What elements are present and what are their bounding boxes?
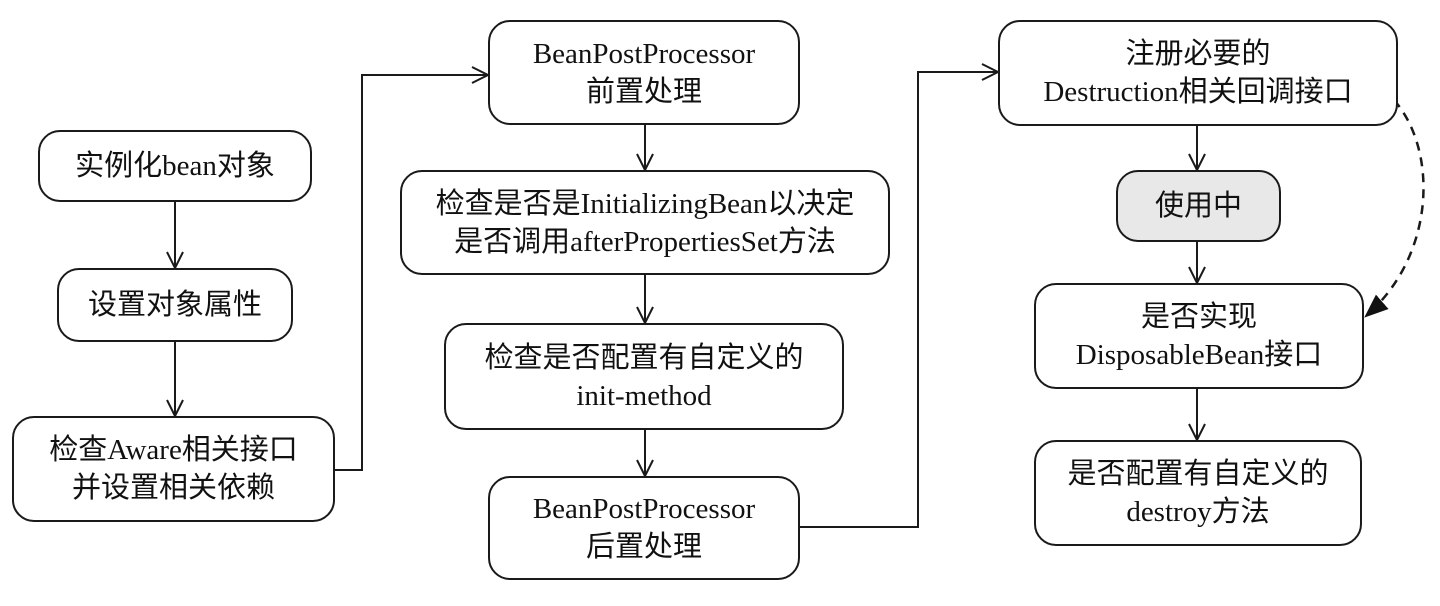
node-check-destroy-method: 是否配置有自定义的 destroy方法 (1034, 440, 1362, 546)
node-check-destroy-method-line2: destroy方法 (1126, 496, 1270, 528)
node-register-destruction-line1: 注册必要的 (1125, 38, 1271, 70)
node-set-properties-line1: 设置对象属性 (87, 289, 262, 321)
node-bpp-before-line2: 前置处理 (585, 75, 702, 108)
arrow-aware-to-bpp-before (335, 75, 488, 471)
node-check-initializing-bean: 检查是否是InitializingBean以决定 是否调用afterProper… (400, 170, 890, 275)
node-in-use: 使用中 (1116, 170, 1281, 242)
node-check-init-method-line2: init-method (576, 379, 712, 412)
node-register-destruction: 注册必要的 Destruction相关回调接口 (998, 20, 1398, 126)
node-check-disposable-bean-line2: DisposableBean接口 (1075, 339, 1323, 371)
node-check-aware: 检查Aware相关接口 并设置相关依赖 (12, 416, 335, 522)
node-set-properties: 设置对象属性 (57, 268, 293, 342)
dashed-arrow-register-to-disposable (1364, 99, 1425, 318)
node-check-init-method-line1: 检查是否配置有自定义的 (484, 341, 804, 374)
node-instantiate-bean: 实例化bean对象 (38, 130, 312, 202)
node-check-aware-line1: 检查Aware相关接口 (49, 434, 298, 466)
node-bpp-after-line2: 后置处理 (585, 531, 702, 563)
node-check-disposable-bean-line1: 是否实现 (1140, 301, 1257, 333)
node-register-destruction-line2: Destruction相关回调接口 (1043, 76, 1353, 108)
node-check-initializing-bean-line2: 是否调用afterPropertiesSet方法 (454, 225, 836, 258)
node-instantiate-bean-line1: 实例化bean对象 (75, 150, 275, 182)
node-bpp-before: BeanPostProcessor 前置处理 (488, 20, 800, 125)
arrow-bpp-after-to-register (800, 72, 998, 528)
node-check-initializing-bean-line1: 检查是否是InitializingBean以决定 (435, 187, 855, 220)
node-check-aware-line2: 并设置相关依赖 (71, 472, 275, 504)
node-bpp-after: BeanPostProcessor 后置处理 (488, 476, 800, 580)
node-bpp-before-line1: BeanPostProcessor (532, 37, 756, 70)
node-check-disposable-bean: 是否实现 DisposableBean接口 (1034, 283, 1364, 389)
node-bpp-after-line1: BeanPostProcessor (532, 493, 756, 525)
node-check-init-method: 检查是否配置有自定义的 init-method (444, 323, 844, 430)
node-in-use-line1: 使用中 (1154, 190, 1242, 222)
node-check-destroy-method-line1: 是否配置有自定义的 (1067, 458, 1329, 490)
